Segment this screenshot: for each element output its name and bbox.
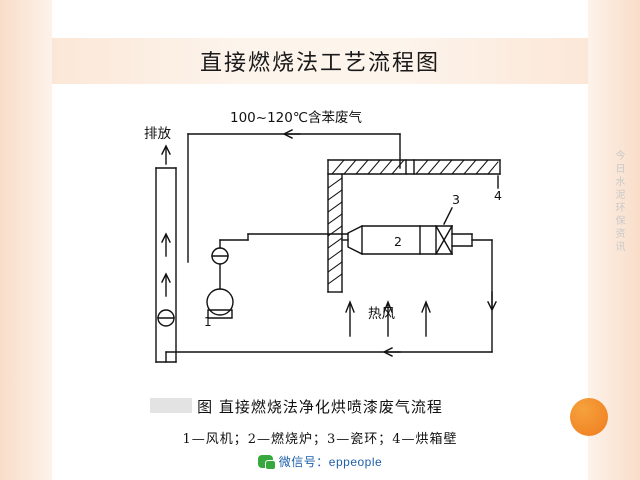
label-ring-number: 3 [452,192,460,207]
label-inlet-gas: 100~120℃含苯废气 [230,110,362,126]
footer-bar: 微信号：eppeople [0,450,640,472]
decorative-band-left [0,0,52,480]
page-title: 直接燃烧法工艺流程图 [199,51,440,76]
label-fan-number: 1 [204,315,212,329]
footer-wechat-id: 微信号：eppeople [278,454,383,469]
process-flow-diagram: 100~120℃含苯废气 排放 热风 1 2 3 4 [100,96,540,396]
decorative-orange-dot [570,398,608,436]
figure-legend: 1—风机；2—燃烧炉；3—瓷环；4—烘箱壁 [182,432,458,447]
wechat-icon [257,454,276,470]
label-discharge: 排放 [144,126,171,142]
label-hot-air: 热风 [368,306,395,322]
figure-caption: 图 直接燃烧法净化烘喷漆废气流程 [197,398,443,416]
label-oven-wall-number: 4 [494,188,502,203]
caption-swatch [150,398,192,413]
title-banner [52,38,588,84]
label-furnace-number: 2 [394,234,402,249]
side-watermark: 今日水泥环保资讯 [613,150,624,254]
